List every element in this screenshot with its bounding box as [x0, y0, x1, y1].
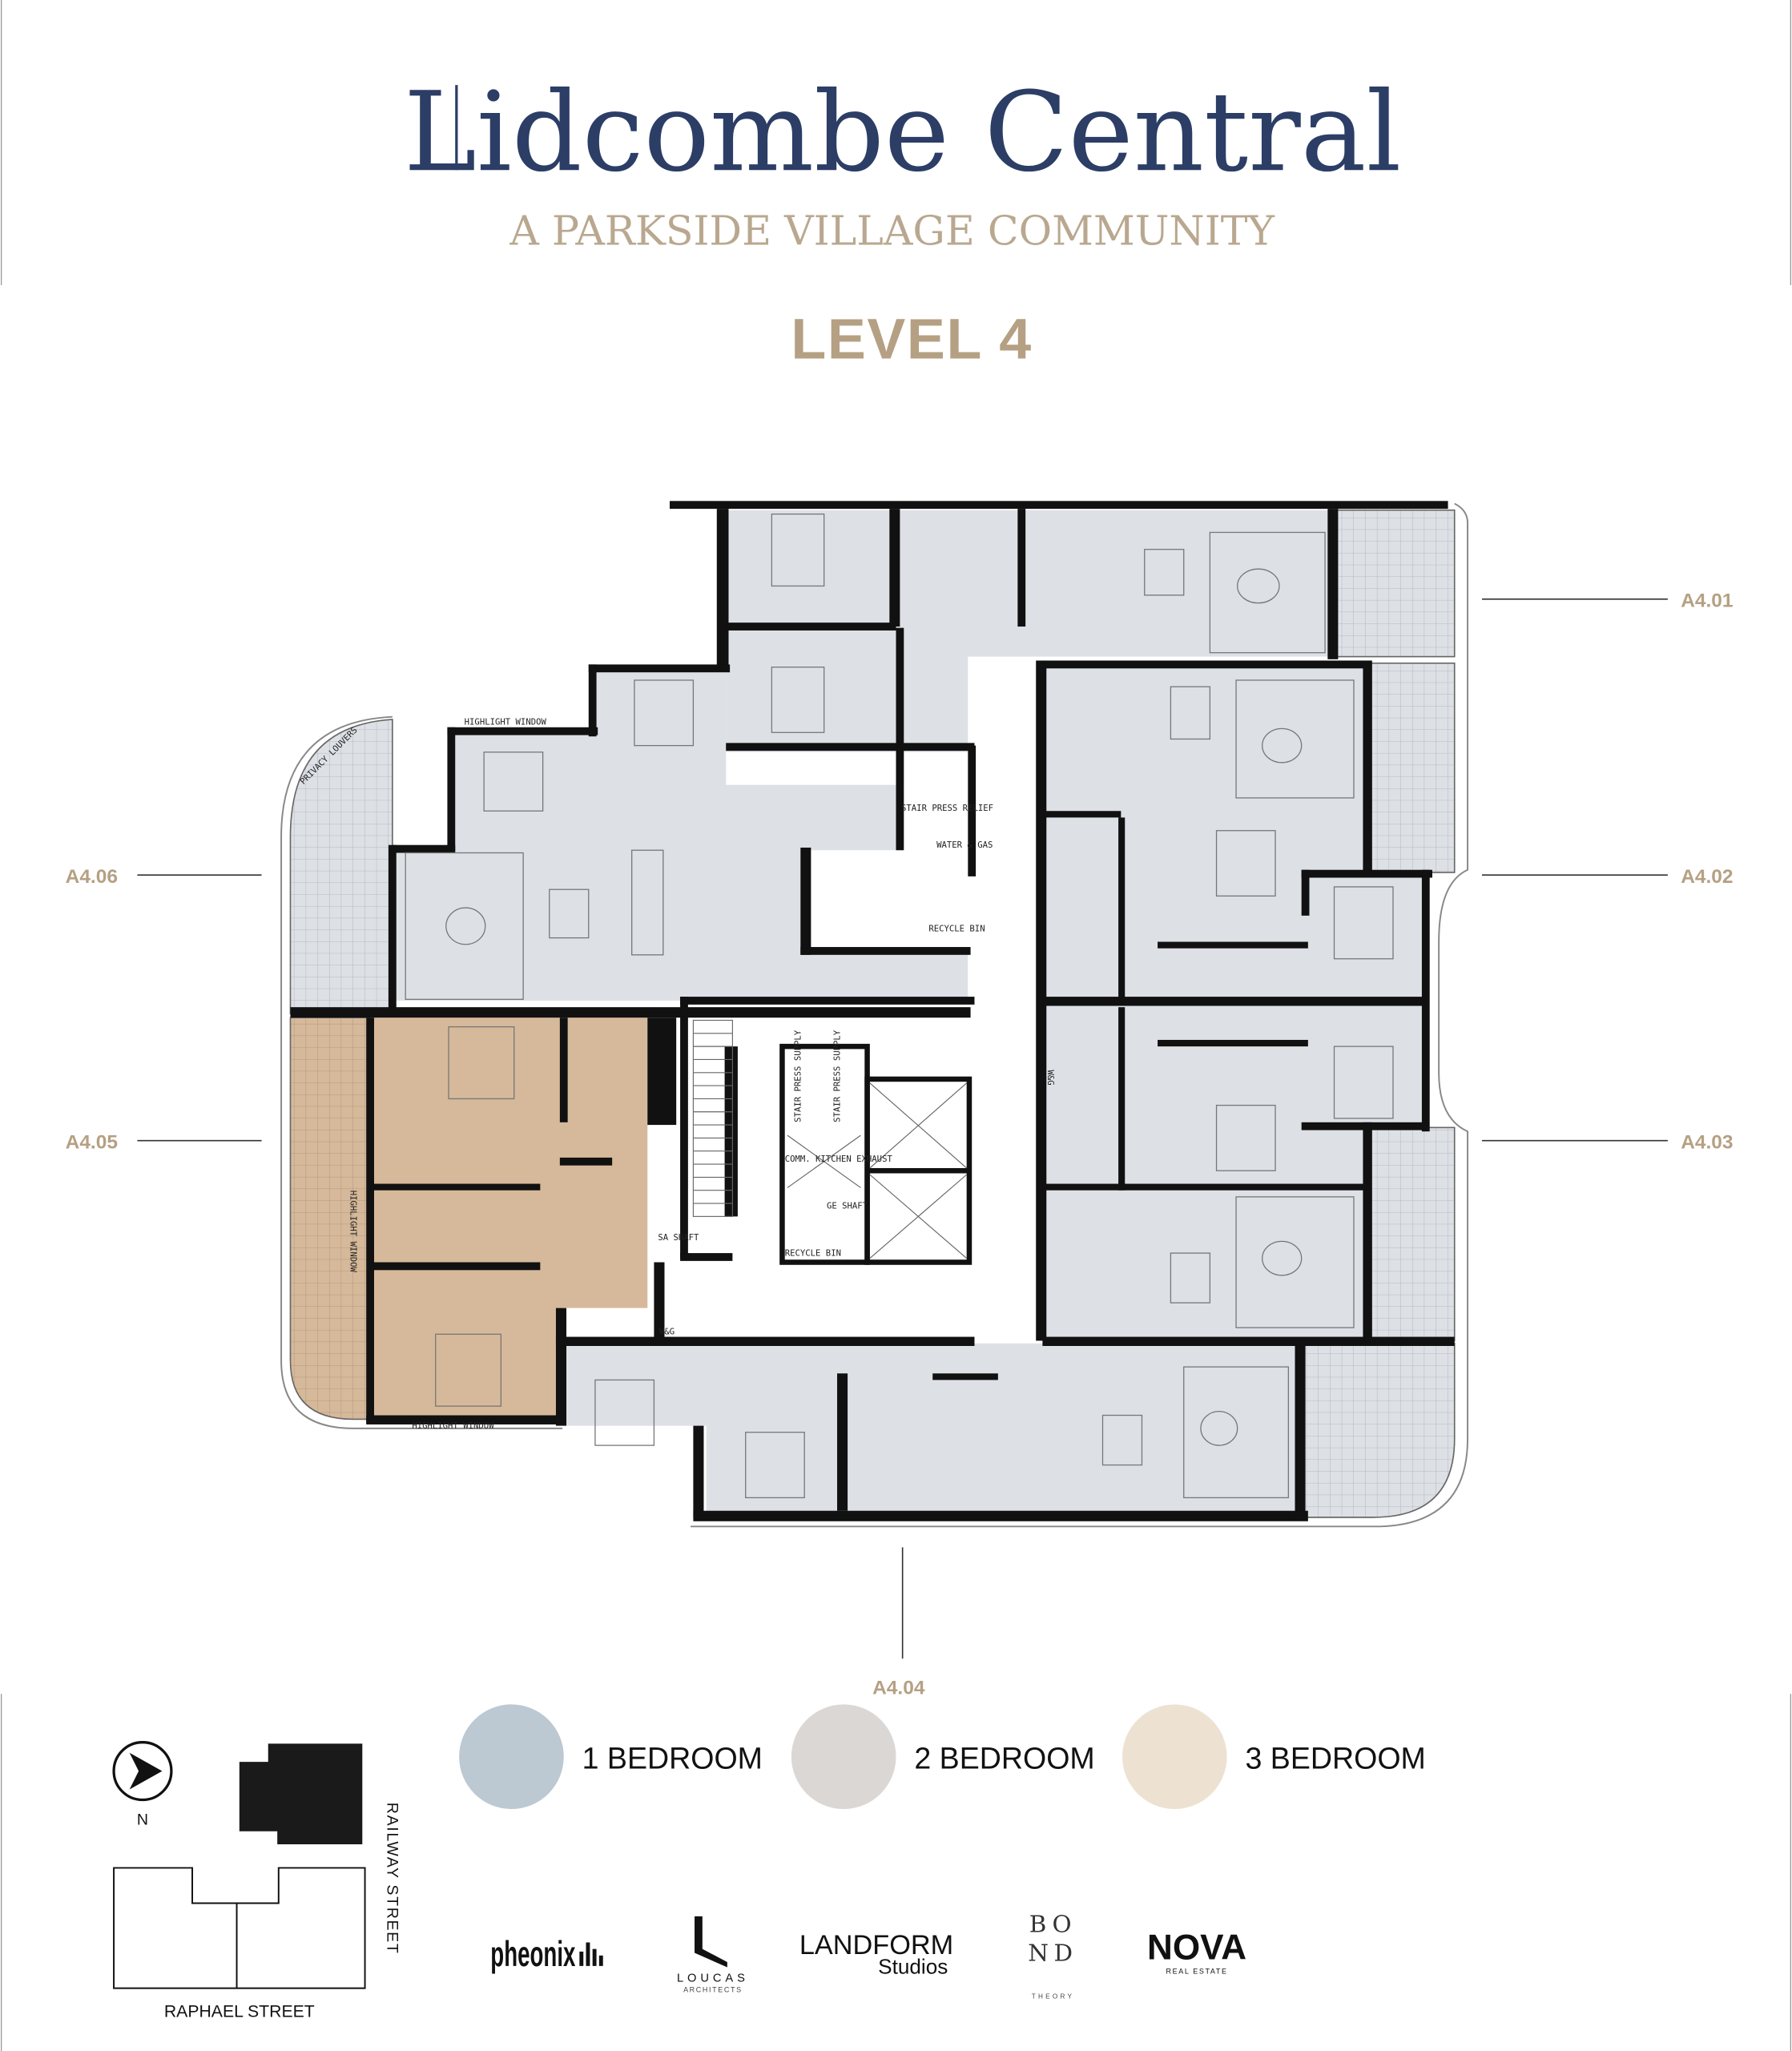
label-comm-kitchen-exhaust: COMM. KITCHEN EXHAUST [785, 1154, 893, 1164]
legend-swatch-3-bedroom [1122, 1704, 1227, 1809]
label-recycle-bin-1: RECYCLE BIN [928, 923, 985, 933]
logo-nova-sub: REAL ESTATE [1166, 1968, 1227, 1976]
furniture [405, 513, 1394, 1499]
logo-nova: NOVA REAL ESTATE [1147, 1928, 1246, 1976]
unit-label-a401: A4.01 [1681, 590, 1733, 612]
page-subtitle: A PARKSIDE VILLAGE COMMUNITY [509, 207, 1275, 254]
logo-bond-sub: THEORY [1032, 1993, 1074, 2001]
label-wg-2: W&G [1045, 1070, 1056, 1086]
logo-landform-text: LANDFORM [799, 1930, 953, 1960]
site-plan: N RAILWAY STREET RAPHAEL STREET [112, 1741, 401, 2021]
unit-label-a405: A4.05 [66, 1131, 118, 1153]
balcony-a403 [1368, 1126, 1456, 1342]
north-label: N [137, 1811, 148, 1829]
core-lift-lobby [968, 745, 1043, 1341]
unit-a402 [1042, 663, 1426, 1001]
raphael-street-label: RAPHAEL STREET [164, 2003, 315, 2021]
level-heading: LEVEL 4 [791, 307, 1033, 371]
legend-label-3-bedroom: 3 BEDROOM [1245, 1741, 1425, 1775]
unit-label-a403: A4.03 [1681, 1131, 1733, 1153]
logo-loucas: LOUCAS ARCHITECTS [677, 1916, 749, 1994]
north-arrow-icon [112, 1741, 173, 1802]
partner-logos: pheonix LOUCAS ARCHITECTS LANDFORM Studi… [490, 1910, 1246, 2000]
legend: 1 BEDROOM 2 BEDROOM 3 BEDROOM [459, 1704, 1426, 1809]
label-highlight-window-bottom: HIGHLIGHT WINDOW [412, 1420, 494, 1431]
label-highlight-window-side: HIGHLIGHT WINDOW [348, 1191, 359, 1273]
logo-loucas-text: LOUCAS [677, 1972, 749, 1985]
floor-plan: HIGHLIGHT WINDOW PRIVACY LOUVERS HIGHLIG… [280, 501, 1469, 1528]
logo-bond-theory: BO ND THEORY [1028, 1910, 1077, 2001]
unit-callouts [137, 598, 1668, 1659]
balcony-a405 [289, 1017, 371, 1420]
logo-pheonix: pheonix [490, 1935, 603, 1974]
label-ge-shaft: GE SHAFT [827, 1201, 868, 1211]
label-water-gas: WATER & GAS [936, 840, 993, 850]
label-stair-press-supply-1: STAIR PRESS SUPPLY [792, 1030, 803, 1122]
walls [290, 501, 1455, 1521]
logo-bond-text-2: ND [1028, 1939, 1077, 1966]
label-highlight-window-top: HIGHLIGHT WINDOW [465, 716, 547, 727]
site-building-block [239, 1743, 363, 1845]
balcony-a401 [1335, 509, 1456, 658]
unit-a405 [370, 1017, 648, 1420]
logo-nova-text: NOVA [1147, 1928, 1246, 1968]
unit-a404 [562, 1343, 1302, 1515]
label-wg-1: W&G [659, 1326, 675, 1336]
balcony-a402 [1368, 662, 1456, 873]
legend-swatch-2-bedroom [791, 1704, 896, 1809]
balcony-a404 [1303, 1342, 1456, 1518]
unit-label-a406: A4.06 [66, 866, 118, 888]
legend-label-1-bedroom: 1 BEDROOM [582, 1741, 763, 1775]
logo-landform: LANDFORM Studios [799, 1930, 953, 1978]
logo-bond-text-1: BO [1029, 1910, 1077, 1937]
railway-street-label: RAILWAY STREET [383, 1803, 401, 1955]
balcony-a406 [289, 719, 393, 1015]
site-neighbour-buildings [113, 1867, 366, 1989]
logo-pheonix-text: pheonix [490, 1935, 575, 1974]
unit-label-a404: A4.04 [872, 1677, 925, 1698]
label-sa-shaft: SA SHAFT [658, 1232, 699, 1243]
label-stair-press-supply-2: STAIR PRESS SUPPLY [832, 1030, 842, 1122]
label-stair-press-relief: STAIR PRESS RELIEF [901, 803, 993, 813]
legend-label-2-bedroom: 2 BEDROOM [914, 1741, 1094, 1775]
unit-label-a402: A4.02 [1681, 866, 1733, 888]
label-recycle-bin-2: RECYCLE BIN [785, 1247, 841, 1258]
logo-landform-sub: Studios [878, 1955, 948, 1979]
legend-swatch-1-bedroom [459, 1704, 564, 1809]
logo-loucas-sub: ARCHITECTS [683, 1986, 743, 1994]
page-title: Lidcombe Central [404, 69, 1401, 196]
